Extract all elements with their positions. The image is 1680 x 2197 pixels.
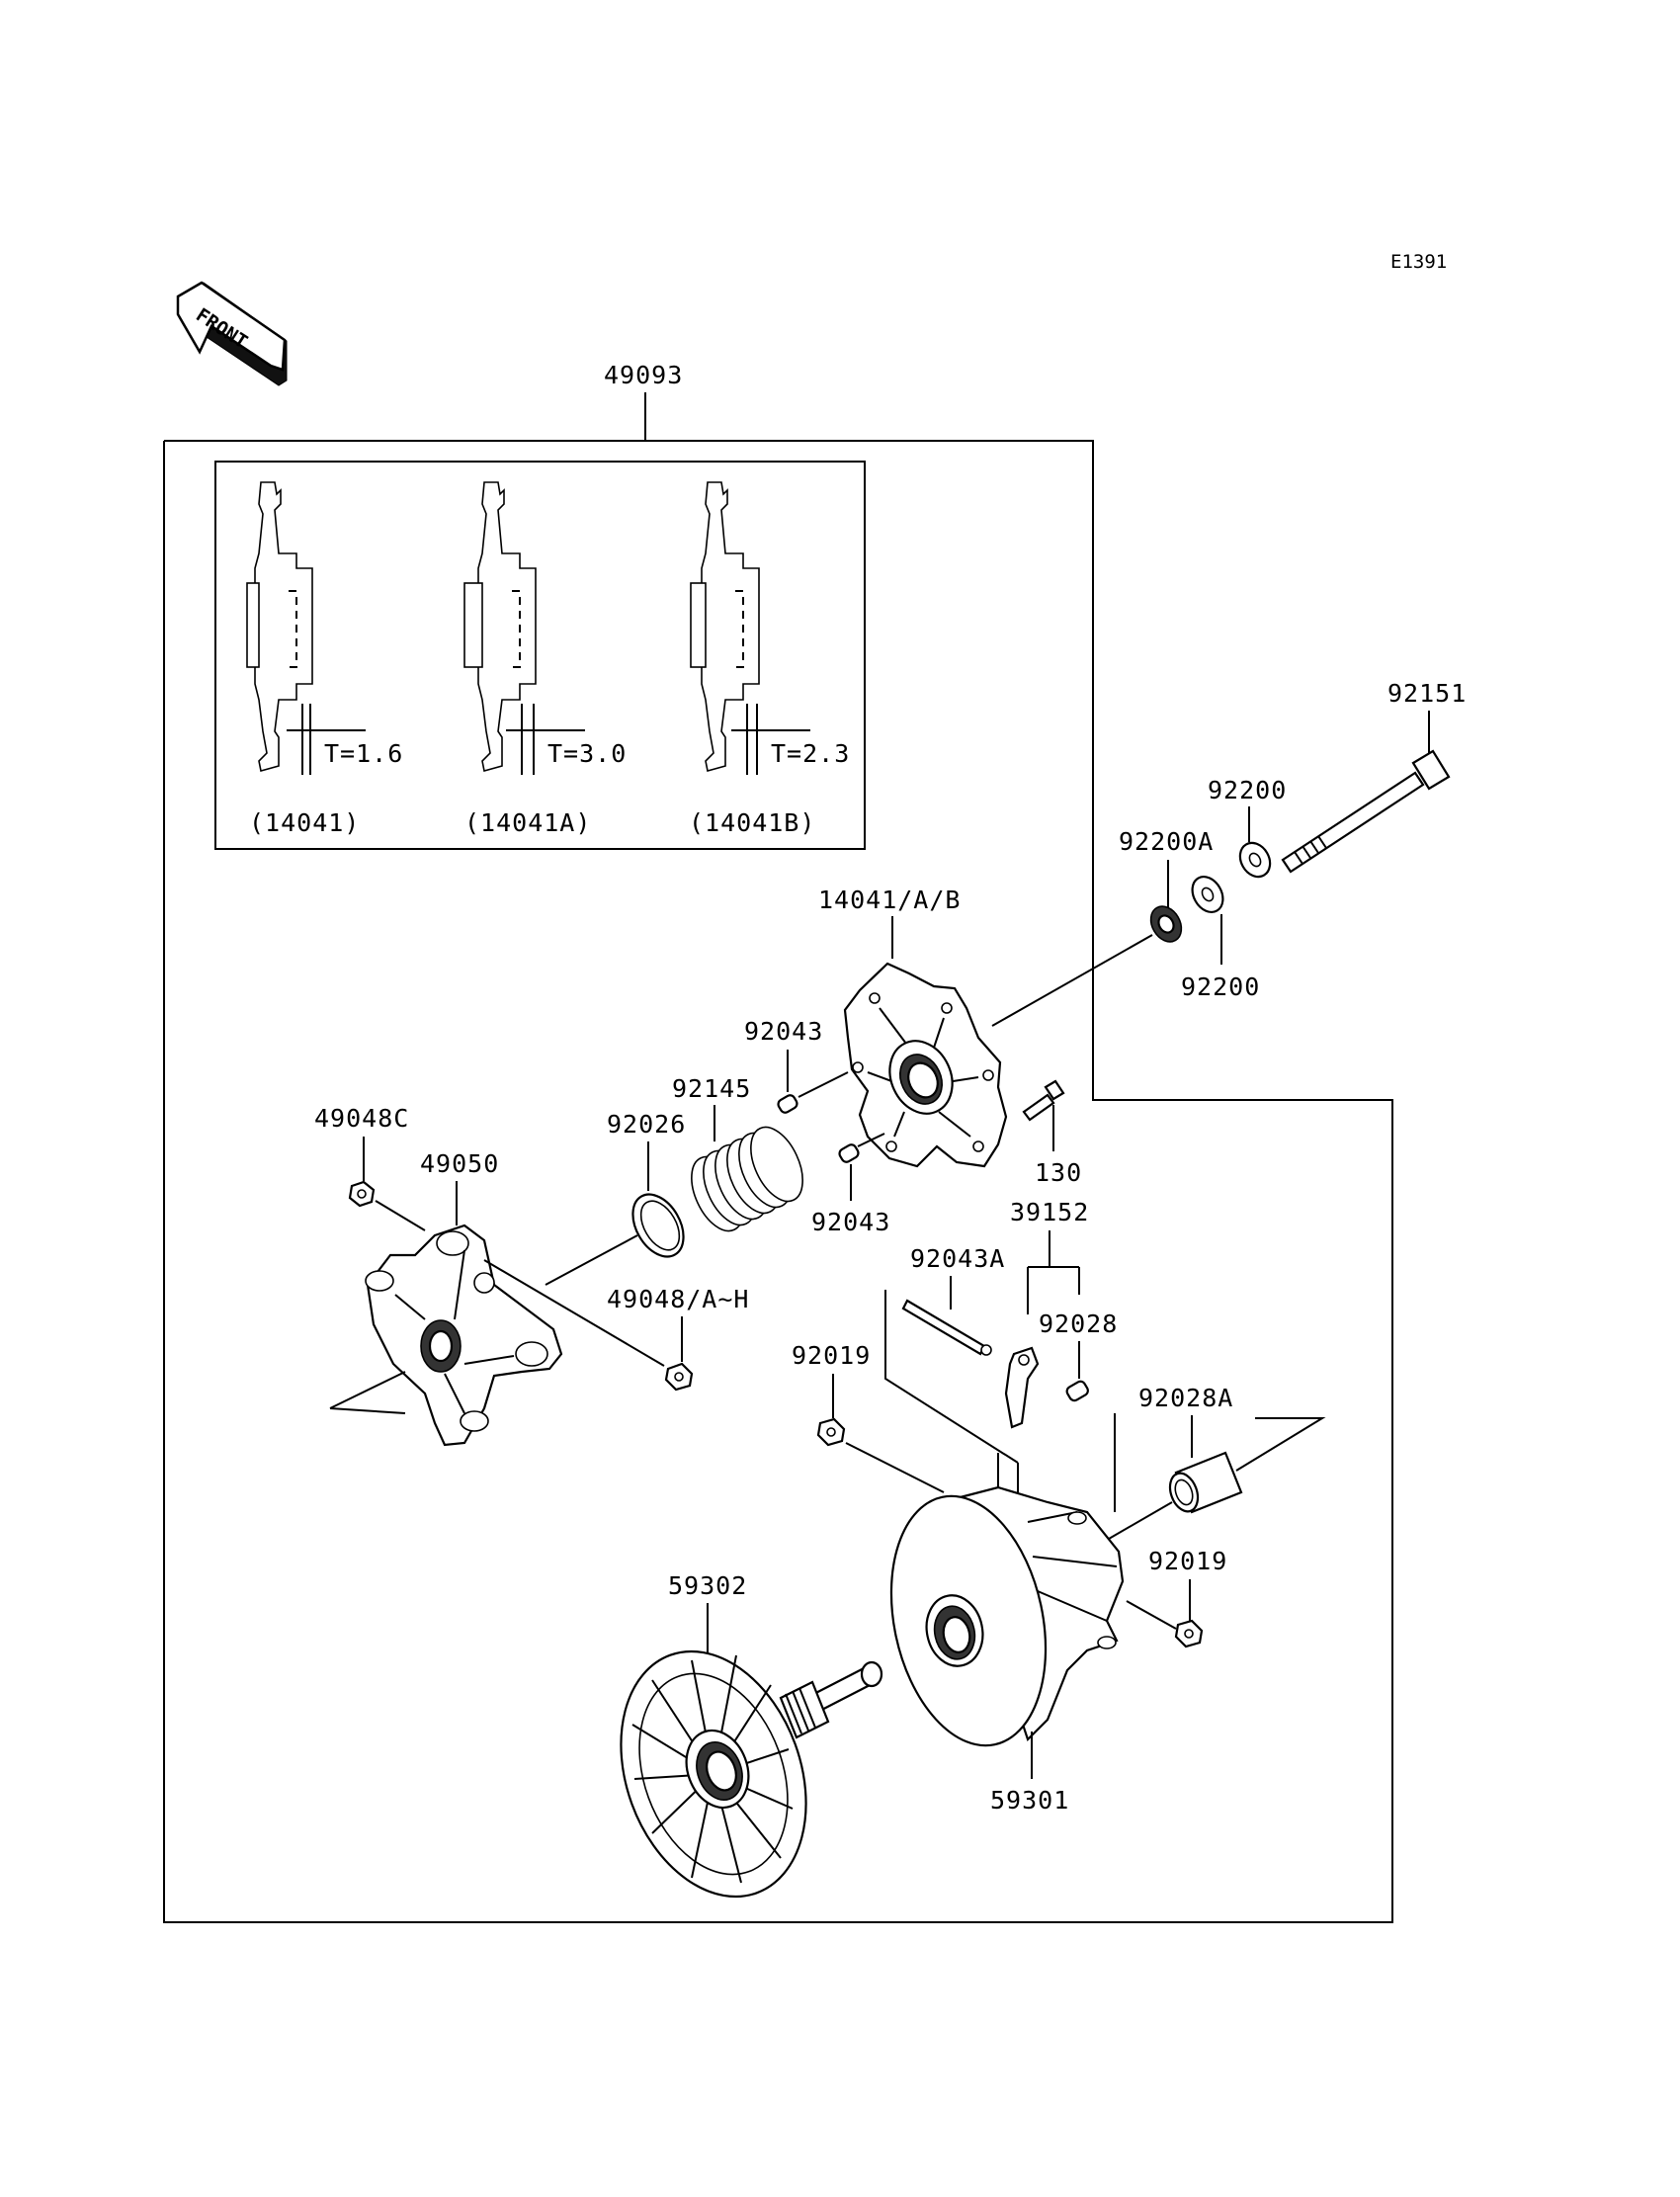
- diagram-code: E1391: [1390, 251, 1447, 273]
- callout-14041: 14041/A/B: [818, 886, 961, 914]
- callout-49050: 49050: [420, 1149, 499, 1178]
- pin-92043a: [901, 1299, 992, 1356]
- ring-92026: [631, 1193, 685, 1258]
- callout-92043a: 92043A: [910, 1244, 1005, 1273]
- spider-cover-14041: [843, 962, 1008, 1168]
- bearing-92200a: [1149, 905, 1183, 943]
- roller-92028: [1065, 1380, 1089, 1402]
- callout-92043-bottom: 92043: [811, 1208, 890, 1236]
- weight-arm-39152: [1004, 1346, 1040, 1429]
- assembly-boundary: [163, 440, 1393, 1923]
- callout-92145: 92145: [672, 1074, 751, 1103]
- callout-59301: 59301: [990, 1786, 1069, 1815]
- shim-profile-14041b: [690, 481, 810, 775]
- washer-92200-lower: [1191, 876, 1224, 913]
- callout-49048: 49048/A~H: [607, 1285, 749, 1313]
- front-arrow-icon: FRONT: [176, 281, 288, 386]
- callout-92028: 92028: [1039, 1310, 1118, 1338]
- nut-92019-left: [816, 1417, 846, 1447]
- nut-49048: [664, 1362, 694, 1392]
- shim-part-14041a: (14041A): [464, 808, 591, 837]
- nut-92019-right: [1174, 1619, 1204, 1648]
- shim-profile-14041a: [463, 481, 585, 775]
- spring-92145: [691, 1126, 803, 1232]
- moveable-sheave-59301: [889, 1485, 1125, 1747]
- spider-49050: [365, 1224, 563, 1447]
- shim-variants-inset: [214, 461, 866, 850]
- nut-49048c: [348, 1180, 376, 1208]
- shim-thickness-14041a: T=3.0: [547, 739, 627, 768]
- bushing-92028a: [1168, 1451, 1243, 1514]
- shim-part-14041b: (14041B): [689, 808, 815, 837]
- callout-92026: 92026: [607, 1110, 686, 1139]
- washer-92200-upper: [1238, 841, 1272, 879]
- callout-39152: 39152: [1010, 1198, 1089, 1226]
- shim-thickness-14041: T=1.6: [324, 739, 403, 768]
- callout-92043-top: 92043: [744, 1017, 823, 1046]
- callout-92200-bottom: 92200: [1181, 972, 1260, 1001]
- callout-92200a: 92200A: [1119, 827, 1214, 856]
- callout-59302: 59302: [668, 1571, 747, 1600]
- shim-part-14041: (14041): [249, 808, 360, 837]
- callout-92019-right: 92019: [1148, 1547, 1227, 1575]
- fixed-sheave-59302: [620, 1649, 883, 1899]
- pin-92043-upper: [777, 1094, 798, 1114]
- shim-profile-14041: [246, 481, 366, 775]
- pin-92043-lower: [838, 1143, 860, 1163]
- bolt-130: [1022, 1079, 1065, 1122]
- callout-92028a: 92028A: [1138, 1384, 1233, 1412]
- callout-92200-top: 92200: [1208, 776, 1287, 804]
- shim-thickness-14041b: T=2.3: [771, 739, 850, 768]
- callout-92151: 92151: [1387, 679, 1467, 708]
- callout-49093: 49093: [604, 361, 683, 389]
- callout-130: 130: [1035, 1158, 1082, 1187]
- callout-49048c: 49048C: [314, 1104, 409, 1133]
- bolt-92151: [1281, 749, 1451, 874]
- callout-92019-left: 92019: [792, 1341, 871, 1370]
